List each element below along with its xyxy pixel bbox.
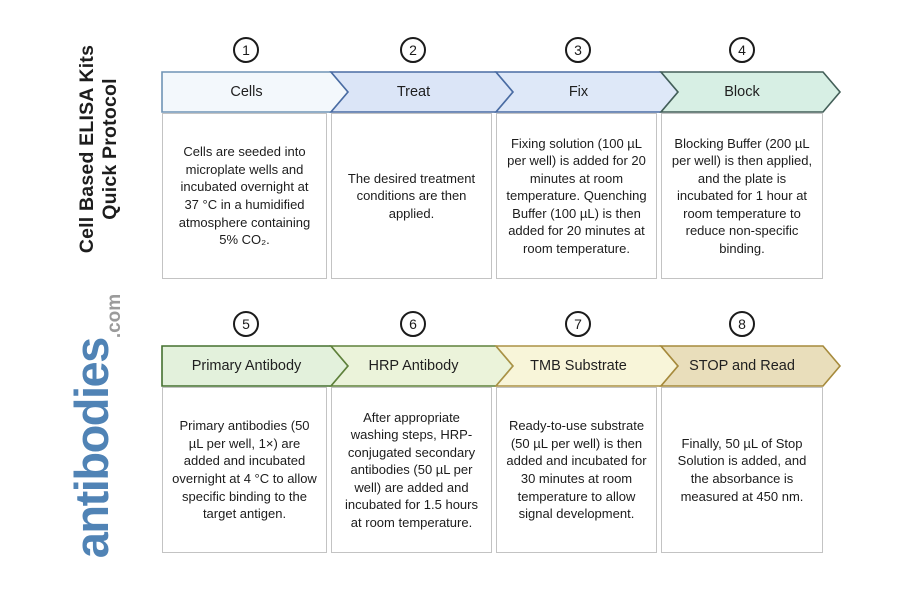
step-description-treat: The desired treatment conditions are the… xyxy=(331,113,492,279)
step-label-stop-and-read: STOP and Read xyxy=(689,358,795,374)
step-label-hrp-antibody: HRP Antibody xyxy=(368,358,459,374)
step-label-block: Block xyxy=(724,84,760,100)
step-description-tmb-substrate: Ready-to-use substrate (50 µL per well) … xyxy=(496,387,657,553)
step-number-3: 3 xyxy=(565,37,591,63)
brand-logo: antibodies .com xyxy=(64,276,126,576)
step-description-cells: Cells are seeded into microplate wells a… xyxy=(162,113,327,279)
step-description-stop-and-read: Finally, 50 µL of Stop Solution is added… xyxy=(661,387,823,553)
step-description-block: Blocking Buffer (200 µL per well) is the… xyxy=(661,113,823,279)
brand-logo-text: antibodies xyxy=(65,338,118,559)
brand-logo-tld: .com xyxy=(104,293,125,339)
step-description-hrp-antibody: After appropriate washing steps, HRP-con… xyxy=(331,387,492,553)
protocol-title-line1: Cell Based ELISA Kits xyxy=(76,44,98,254)
step-number-4: 4 xyxy=(729,37,755,63)
step-description-primary-antibody: Primary antibodies (50 µL per well, 1×) … xyxy=(162,387,327,553)
protocol-title-line2: Quick Protocol xyxy=(99,78,121,220)
step-label-primary-antibody: Primary Antibody xyxy=(191,358,302,374)
step-label-cells: Cells xyxy=(230,84,263,100)
step-label-tmb-substrate: TMB Substrate xyxy=(530,358,627,374)
step-label-fix: Fix xyxy=(568,84,589,100)
step-number-8: 8 xyxy=(729,311,755,337)
step-number-7: 7 xyxy=(565,311,591,337)
step-number-1: 1 xyxy=(233,37,259,63)
step-number-6: 6 xyxy=(400,311,426,337)
protocol-title: Cell Based ELISA Kits Quick Protocol xyxy=(76,34,122,264)
step-number-5: 5 xyxy=(233,311,259,337)
step-number-2: 2 xyxy=(400,37,426,63)
step-description-fix: Fixing solution (100 µL per well) is add… xyxy=(496,113,657,279)
step-label-treat: Treat xyxy=(396,84,431,100)
